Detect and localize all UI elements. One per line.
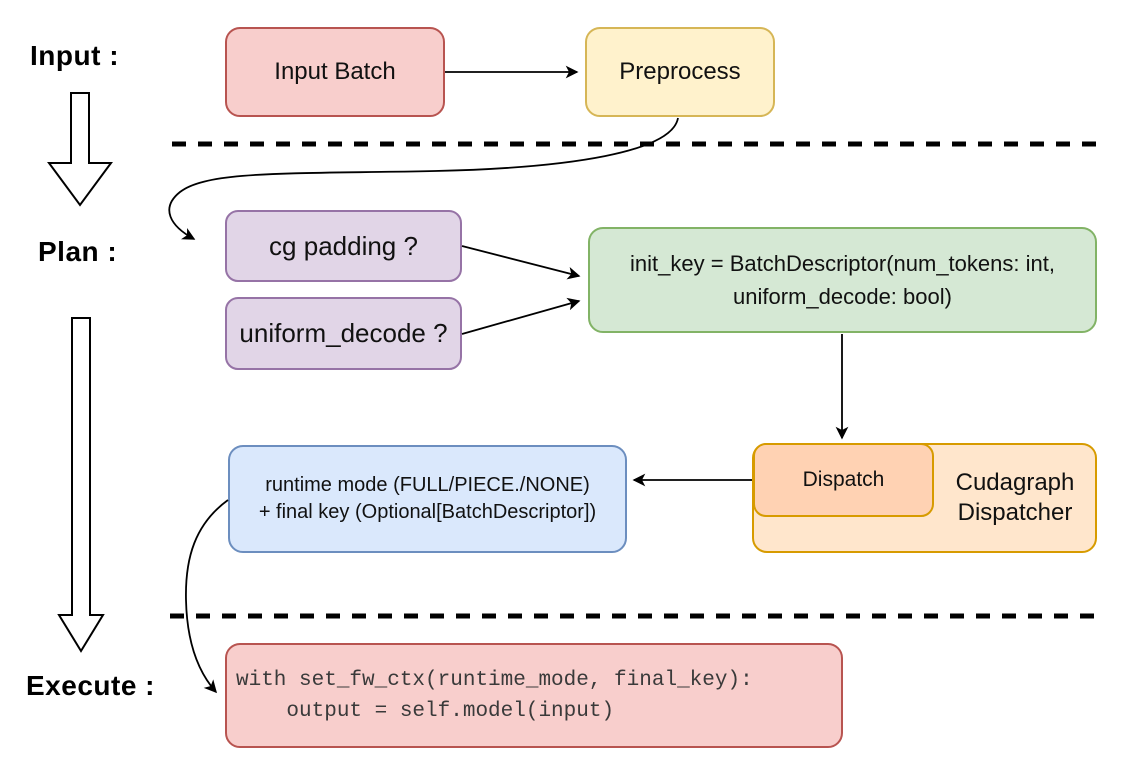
- dispatch-label: Dispatch: [802, 468, 885, 491]
- input-section-label: Input :: [30, 40, 120, 71]
- preprocess-node: Preprocess: [585, 27, 775, 117]
- runtime-mode-line1: runtime mode (FULL/PIECE./NONE): [265, 474, 590, 496]
- runtime-mode-line2: + final key (Optional[BatchDescriptor]): [258, 501, 597, 523]
- execute-code-node: with set_fw_ctx(runtime_mode, final_key)…: [225, 643, 843, 748]
- init-key-node: init_key = BatchDescriptor(num_tokens: i…: [588, 227, 1097, 333]
- input-batch-label: Input Batch: [274, 58, 396, 85]
- input-batch-node: Input Batch: [225, 27, 445, 117]
- edge-uniformdecode-initkey: [461, 297, 581, 335]
- uniform-decode-label: uniform_decode ?: [239, 318, 448, 348]
- runtime-mode-node: runtime mode (FULL/PIECE./NONE) + final …: [228, 445, 627, 553]
- uniform-decode-node: uniform_decode ?: [225, 297, 462, 370]
- plan-section-label: Plan :: [38, 236, 118, 267]
- execute-code-line2: output = self.model(input): [236, 699, 615, 723]
- cg-padding-node: cg padding ?: [225, 210, 462, 282]
- execute-code-line1: with set_fw_ctx(runtime_mode, final_key)…: [236, 668, 753, 692]
- init-key-line1: init_key = BatchDescriptor(num_tokens: i…: [630, 251, 1055, 276]
- execute-section-label: Execute :: [26, 670, 155, 701]
- cg-padding-label: cg padding ?: [269, 230, 418, 261]
- cudagraph-label-line1: Cudagraph: [955, 469, 1075, 496]
- edge-runtime-executecode: [185, 499, 229, 694]
- preprocess-label: Preprocess: [619, 58, 741, 85]
- cudagraph-dispatcher-label: Cudagraph Dispatcher: [933, 443, 1097, 553]
- cudagraph-label-line2: Dispatcher: [957, 499, 1073, 526]
- edge-cgpadding-initkey: [461, 245, 581, 280]
- input-to-plan-arrow: [47, 92, 113, 207]
- plan-to-execute-arrow: [57, 317, 105, 653]
- init-key-line2: uniform_decode: bool): [733, 284, 952, 309]
- dispatch-node: Dispatch: [753, 443, 934, 517]
